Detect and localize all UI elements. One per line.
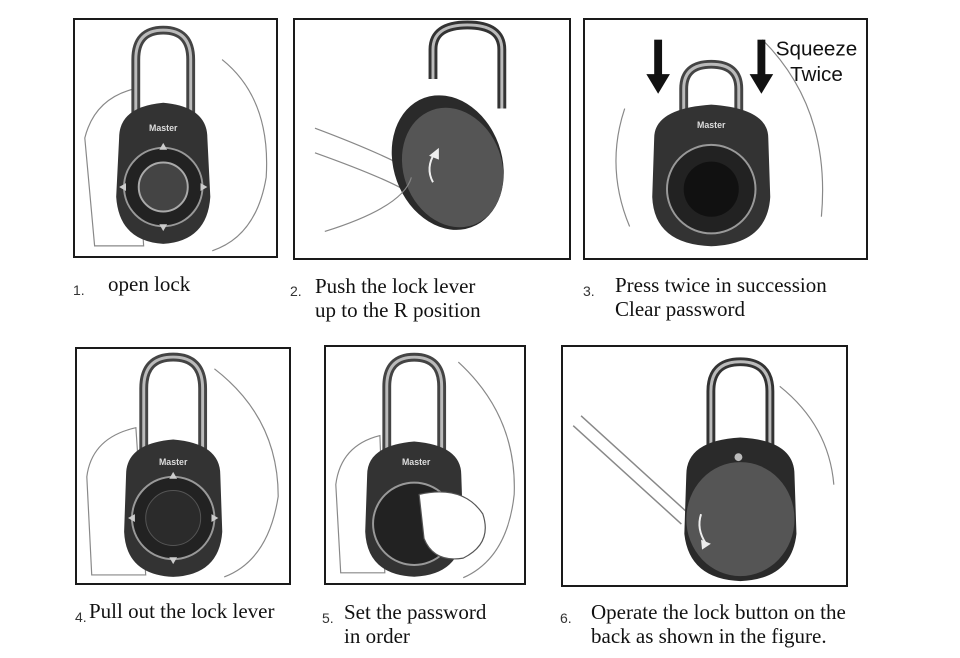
down-arrow-icon xyxy=(757,39,766,80)
step-text-line: Press twice in succession xyxy=(615,273,827,297)
padlock-back-operate-illustration xyxy=(572,357,835,582)
brand-logo: Master xyxy=(149,123,178,133)
step-2-image xyxy=(293,18,571,260)
padlock-pull-illustration: Master xyxy=(86,352,279,578)
step-text-line: Pull out the lock lever xyxy=(89,599,275,623)
step-6-image xyxy=(561,345,848,587)
brand-logo: Master xyxy=(697,120,726,130)
down-arrow-icon xyxy=(654,39,663,80)
step-number: 3. xyxy=(583,283,595,299)
step-2-caption: 2. Push the lock lever up to the R posit… xyxy=(290,272,570,324)
step-number: 4. xyxy=(75,609,87,625)
step-text-line: Push the lock lever xyxy=(315,274,476,298)
step-4-image: Master xyxy=(75,347,291,585)
padlock-squeeze-illustration: Squeeze Twice Master xyxy=(615,37,857,247)
squeeze-label: Squeeze xyxy=(776,37,857,60)
step-number: 5. xyxy=(322,610,334,626)
step-text-line: Set the password xyxy=(344,600,487,624)
step-3-image: Squeeze Twice Master xyxy=(583,18,868,260)
step-text-line: up to the R position xyxy=(315,298,481,322)
step-text-line: in order xyxy=(344,624,410,648)
brand-logo: Master xyxy=(159,457,188,467)
padlock-set-password-illustration: Master xyxy=(335,352,515,579)
step-text-line: back as shown in the figure. xyxy=(591,624,827,648)
step-3-caption: 3. Press twice in succession Clear passw… xyxy=(583,272,883,324)
step-number: 6. xyxy=(560,610,572,626)
twice-label: Twice xyxy=(790,63,843,86)
step-1-image: Master xyxy=(73,18,278,258)
step-text-line: Clear password xyxy=(615,297,746,321)
step-1-caption: 1. open lock xyxy=(73,270,288,320)
step-text-line: open lock xyxy=(108,272,191,296)
step-6-caption: 6. Operate the lock button on the back a… xyxy=(560,599,880,651)
step-4-caption: 4. Pull out the lock lever xyxy=(75,598,315,628)
step-number: 2. xyxy=(290,283,302,299)
padlock-front-illustration: Master xyxy=(84,25,268,252)
step-5-caption: 5. Set the password in order xyxy=(322,599,542,651)
step-text-line: Operate the lock button on the xyxy=(591,600,846,624)
step-5-image: Master xyxy=(324,345,526,585)
brand-logo: Master xyxy=(402,457,431,467)
padlock-back-illustration xyxy=(314,20,507,233)
step-number: 1. xyxy=(73,282,85,298)
